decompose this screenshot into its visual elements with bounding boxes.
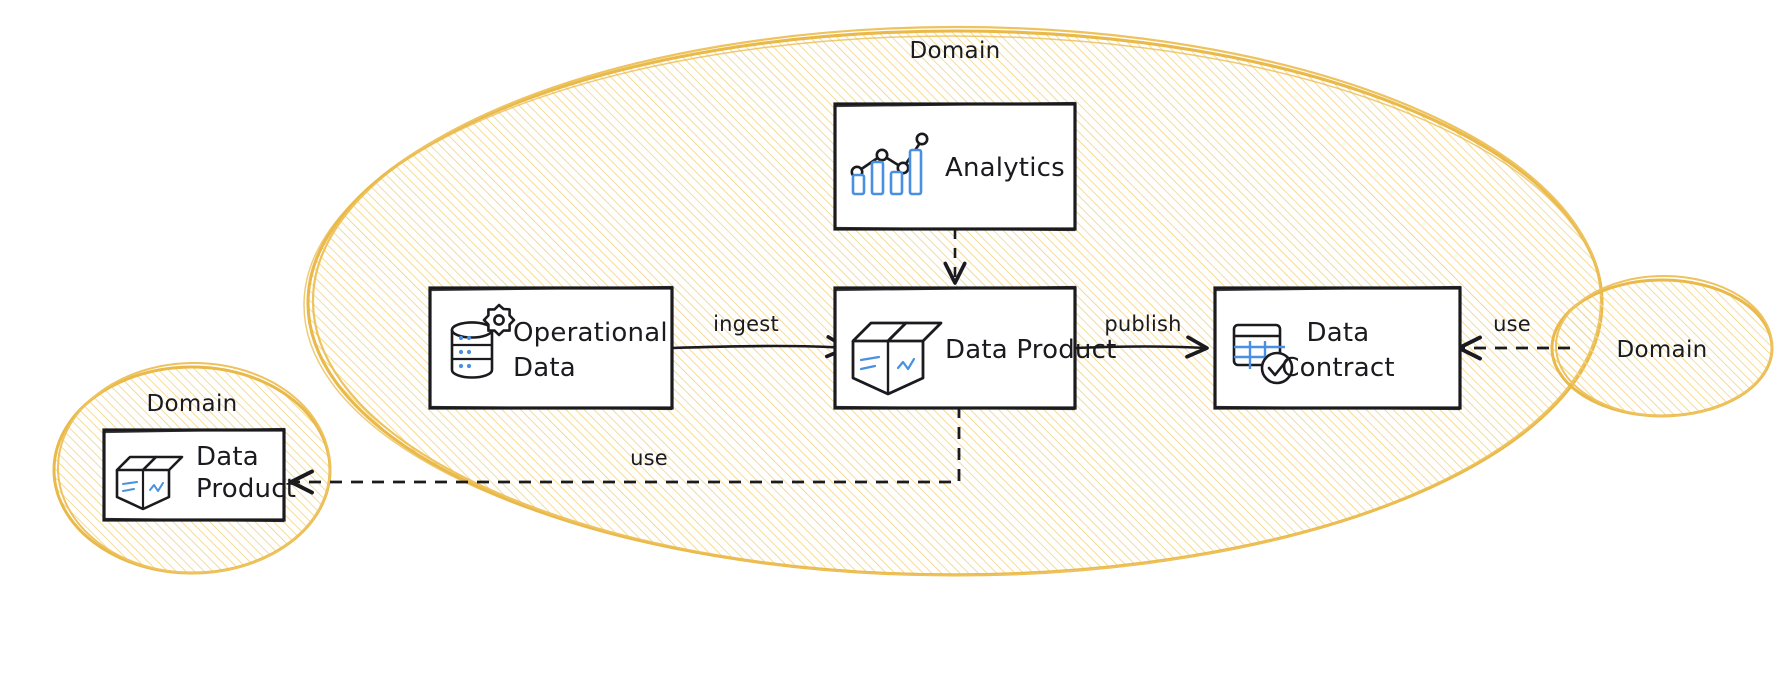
table-check-icon: [1232, 323, 1294, 385]
node-data-product-left-label-line1: Data: [196, 442, 259, 472]
domain-right-container[interactable]: Domain: [1550, 275, 1774, 418]
node-data-product-label: Data Product: [945, 335, 1116, 365]
open-box-icon: [115, 455, 184, 511]
node-operational-data-label-line1: Operational: [513, 318, 668, 348]
domain-left-label: Domain: [146, 391, 237, 417]
node-data-product[interactable]: Data Product: [833, 285, 1116, 411]
edge-use-left-line: [288, 406, 961, 495]
edge-use-right-label: use: [1493, 312, 1531, 336]
domain-main-label: Domain: [909, 38, 1000, 64]
node-analytics-sketch-lines: [835, 101, 1077, 232]
node-data-product-sketch-lines: [835, 285, 1077, 411]
domain-right-outline-b: [1555, 275, 1773, 417]
node-data-product-left-sketch-lines: [104, 427, 286, 523]
edge-ingest-line: [670, 335, 849, 359]
node-data-product-left[interactable]: Data Product: [102, 427, 296, 523]
node-data-contract-label-line2: Contract: [1281, 353, 1394, 383]
edge-publish[interactable]: publish: [1073, 312, 1209, 359]
edge-use-left-label: use: [630, 446, 668, 470]
node-analytics-label: Analytics: [945, 153, 1065, 183]
node-analytics[interactable]: Analytics: [833, 101, 1077, 232]
node-operational-data-sketch-lines: [430, 285, 674, 411]
domain-right-label: Domain: [1616, 337, 1707, 363]
edge-ingest[interactable]: ingest: [670, 312, 849, 359]
node-operational-data-label-line2: Data: [513, 353, 576, 383]
analytics-chart-icon: [850, 132, 929, 196]
domain-left-outline-b: [57, 362, 331, 574]
node-data-product-left-label-line2: Product: [196, 474, 296, 504]
node-data-contract-label-line1: Data: [1307, 318, 1370, 348]
edge-publish-label: publish: [1104, 312, 1181, 336]
domain-right-fill: [1552, 280, 1772, 416]
edge-use-left[interactable]: use: [288, 406, 961, 495]
edge-publish-line: [1073, 335, 1209, 359]
node-data-contract[interactable]: Data Contract: [1213, 285, 1462, 411]
node-operational-data[interactable]: Operational Data: [428, 285, 674, 411]
node-data-contract-sketch-lines: [1215, 285, 1462, 411]
open-box-icon: [851, 321, 943, 396]
database-gear-icon: [450, 303, 516, 379]
edge-use-right[interactable]: use: [1456, 312, 1570, 361]
edge-ingest-label: ingest: [713, 312, 779, 336]
